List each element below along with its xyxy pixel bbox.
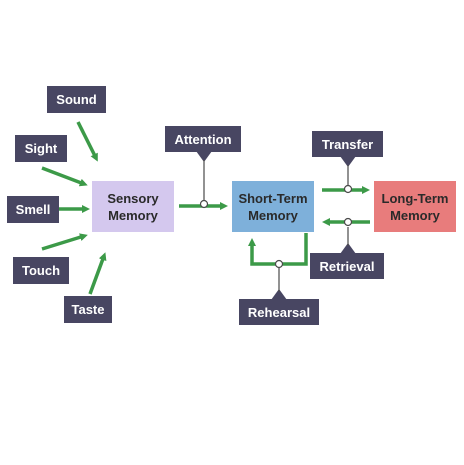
attention-node (199, 199, 209, 209)
attention-connector (196, 151, 212, 162)
rehearsal-connector (271, 289, 287, 300)
smell-label: Smell (7, 196, 59, 223)
touch-arrow (41, 233, 88, 251)
rehearsal-node (274, 259, 284, 269)
sound-arrow (76, 121, 98, 162)
long-term-memory-box: Long-Term Memory (374, 181, 456, 232)
attention-label: Attention (165, 126, 241, 152)
touch-label: Touch (13, 257, 69, 284)
retrieval-node (343, 217, 353, 227)
sensory-memory-box: Sensory Memory (92, 181, 174, 232)
transfer-node (343, 184, 353, 194)
rehearsal-loop-arrow (248, 233, 308, 266)
sight-label: Sight (15, 135, 67, 162)
taste-arrow (88, 252, 107, 295)
rehearsal-label: Rehearsal (239, 299, 319, 325)
sound-label: Sound (47, 86, 106, 113)
transfer-connector (340, 156, 356, 167)
sight-arrow (41, 166, 88, 187)
short-term-memory-box: Short-Term Memory (232, 181, 314, 232)
transfer-label: Transfer (312, 131, 383, 157)
retrieval-connector (340, 243, 356, 254)
retrieval-label: Retrieval (310, 253, 384, 279)
taste-label: Taste (64, 296, 112, 323)
